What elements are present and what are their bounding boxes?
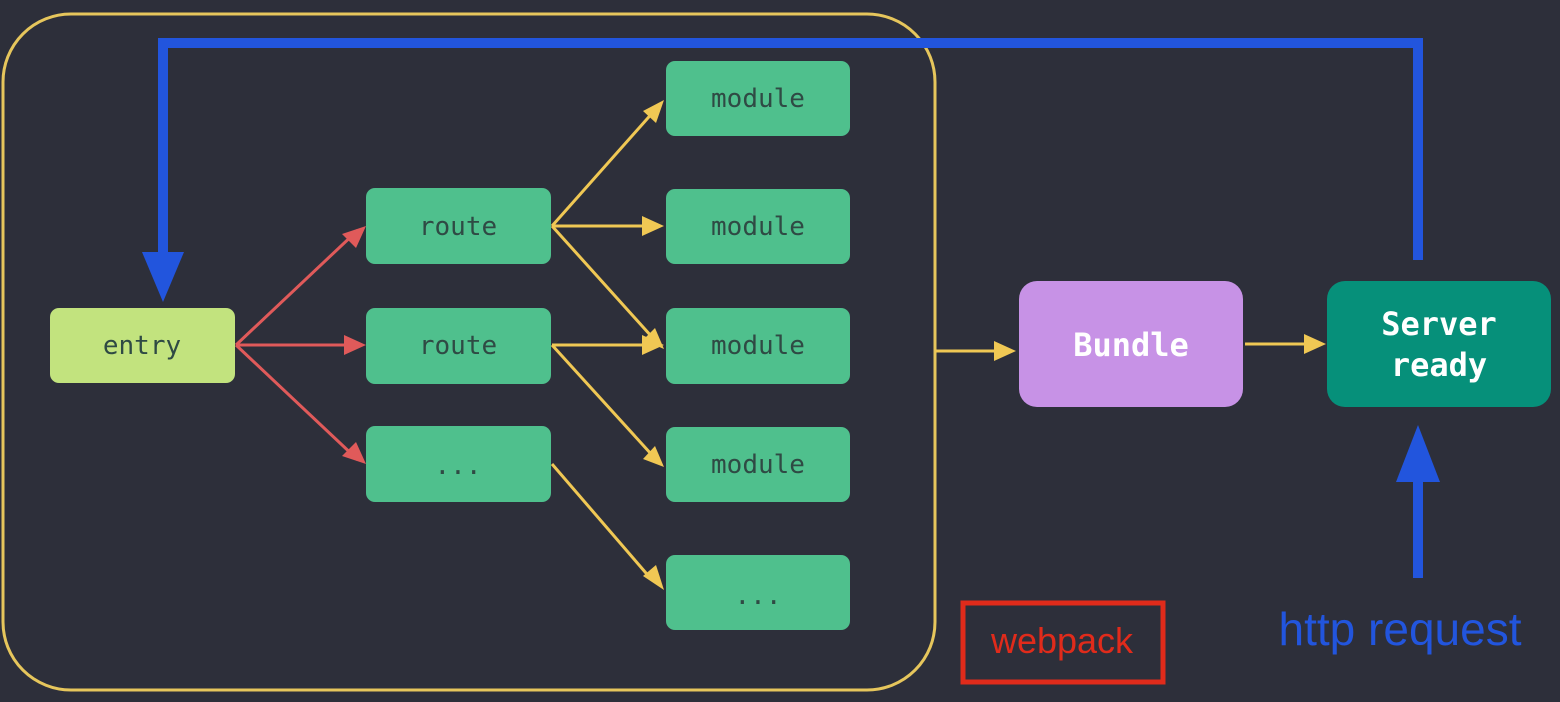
arrow-entry-route-1 [234,228,360,347]
module-label: module [711,331,805,361]
route-to-module-arrows [550,109,1312,581]
route-node-1: route [366,188,551,264]
module-label: module [711,212,805,242]
module-label: ... [735,581,782,611]
bundle-label: Bundle [1073,326,1189,364]
webpack-highlight-box [960,600,1166,685]
arrowhead-icon [643,446,664,467]
http-request-label: http request [1279,603,1522,655]
entry-to-route-arrows [234,228,360,462]
module-node-3: module [666,308,850,384]
arrowhead-icon [1304,334,1326,354]
route-label: route [419,212,497,242]
bundle-node: Bundle [1019,281,1243,407]
route-label: ... [435,451,482,481]
arrowhead-icon [643,565,664,590]
module-node-2: module [666,189,850,264]
webpack-label: webpack [990,620,1134,661]
arrowhead-icon [344,335,366,355]
entry-node: entry [50,308,235,383]
arrowhead-icon [342,226,366,248]
arrow-route3-module5 [550,463,654,581]
arrow-route1-module1 [550,109,657,227]
blue-feedback-arrow [158,38,1423,262]
arrowhead-icon [643,100,664,123]
red-arrowheads [342,226,366,464]
module-node-4: module [666,427,850,502]
arrowhead-icon [642,216,664,236]
module-label: module [711,84,805,114]
module-node-1: module [666,61,850,136]
route-label: route [419,331,497,361]
arrowhead-icon [342,442,366,464]
arrow-route2-module4 [550,343,654,457]
blue-arrowhead-up-icon [1396,425,1440,482]
route-node-2: route [366,308,551,384]
server-label-line2: ready [1391,346,1487,384]
arrowhead-icon [994,341,1016,361]
arrow-entry-route-3 [234,343,360,462]
module-node-5: ... [666,555,850,630]
route-node-3: ... [366,426,551,502]
arrowhead-icon [642,335,664,355]
yellow-arrowheads [642,100,1326,590]
arrow-route1-module3 [550,224,654,339]
server-label-line1: Server [1381,305,1497,343]
entry-label: entry [103,331,181,361]
server-ready-node: Server ready [1327,281,1551,407]
module-label: module [711,450,805,480]
blue-arrowhead-down-icon [142,252,184,302]
